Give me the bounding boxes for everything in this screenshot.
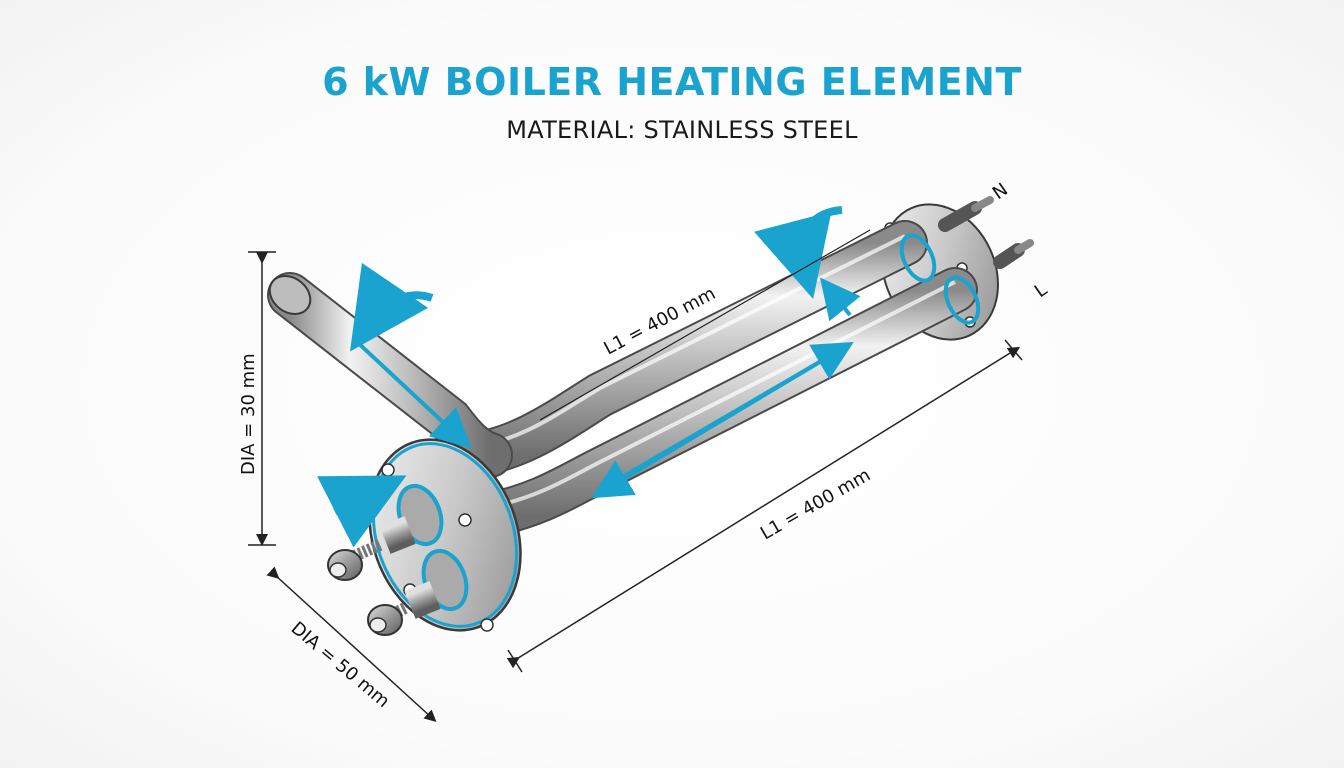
dimension-lines bbox=[248, 229, 1023, 723]
rear-seal-rings bbox=[899, 233, 981, 325]
rear-terminals bbox=[938, 196, 1034, 269]
page-title: 6 kW BOILER HEATING ELEMENT bbox=[322, 60, 1022, 104]
dim-label-length-lower: L1 = 400 mm bbox=[757, 465, 874, 545]
terminal-label-live: L bbox=[1031, 279, 1051, 302]
dim-label-tube-diameter: DIA = 30 mm bbox=[238, 353, 259, 475]
page-subtitle: MATERIAL: STAINLESS STEEL bbox=[506, 116, 858, 144]
